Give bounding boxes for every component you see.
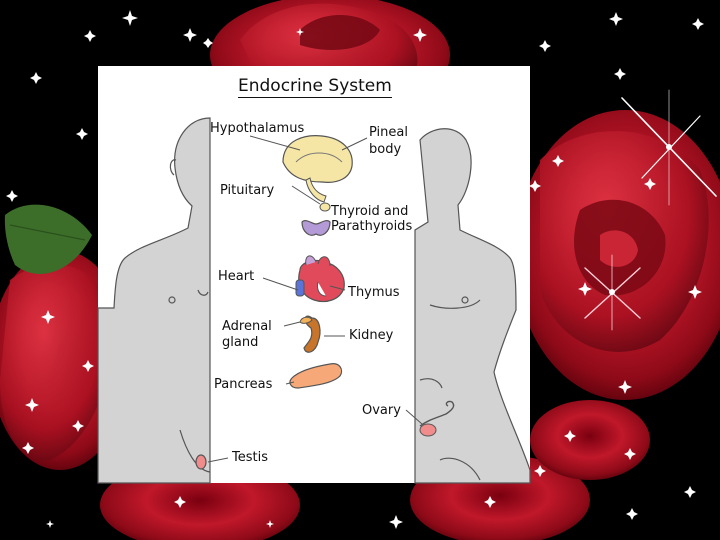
label-pituitary: Pituitary (220, 183, 274, 198)
label-thyroid-line2: Parathyroids (331, 219, 412, 234)
label-ovary: Ovary (362, 403, 401, 418)
label-adrenal-line2: gland (222, 335, 258, 350)
label-thyroid-line1: Thyroid and (331, 204, 408, 219)
diagram-title: Endocrine System (238, 76, 392, 98)
label-pineal-line1: Pineal (369, 125, 408, 140)
label-testis: Testis (232, 450, 268, 465)
label-kidney: Kidney (349, 328, 393, 343)
label-pineal-line2: body (369, 142, 401, 157)
label-pancreas: Pancreas (214, 377, 272, 392)
label-thymus: Thymus (348, 285, 400, 300)
label-heart: Heart (218, 269, 254, 284)
label-hypothalamus: Hypothalamus (210, 121, 304, 136)
label-adrenal-line1: Adrenal (222, 319, 272, 334)
